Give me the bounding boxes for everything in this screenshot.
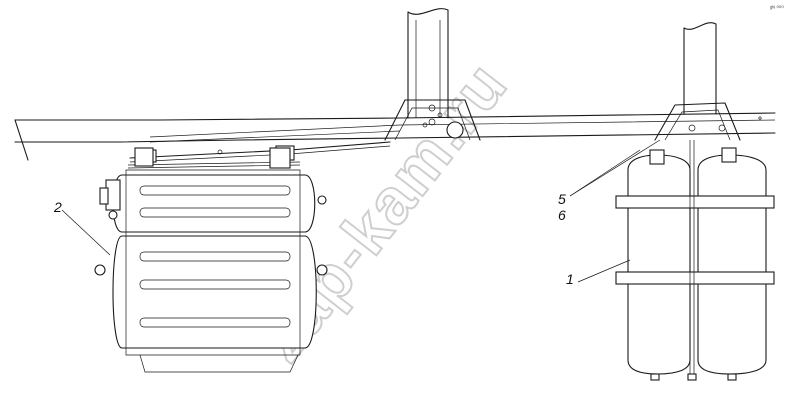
callout-1: 1 [566,271,574,287]
frame-rail [14,112,776,161]
callout-6: 6 [558,207,566,223]
callout-2: 2 [53,199,62,215]
right-receiver-assembly [615,140,775,381]
callout-5: 5 [558,191,566,207]
mounting-bracket-right [654,102,762,141]
air-pipeline [129,141,391,163]
left-receiver-assembly [94,147,328,373]
leader-lines [61,139,661,283]
corner-mark: ᵍᴺ ⁰⁰⁰ [770,5,784,12]
vertical-post-right [683,22,717,115]
mounting-bracket-left [384,99,481,141]
